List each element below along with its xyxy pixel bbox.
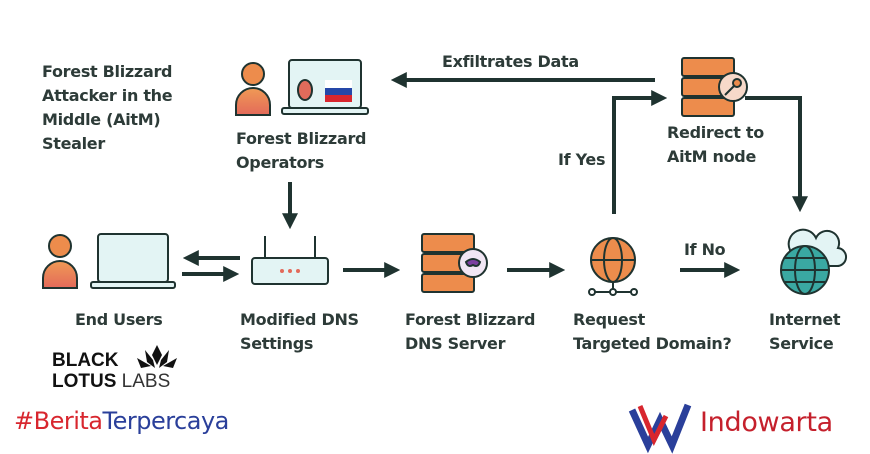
label-exfiltrates: Exfiltrates Data [442, 52, 579, 71]
cloud-globe-icon [780, 228, 847, 295]
arrows [182, 72, 808, 282]
brand-name: Indowarta [700, 407, 833, 438]
server-key-icon [681, 57, 748, 117]
end-user-icon [42, 234, 78, 289]
laptop-bug-flag-icon [281, 59, 369, 115]
person-icon [235, 62, 271, 116]
label-if-no: If No [684, 240, 726, 259]
arrow-redirect-to-internet [745, 96, 808, 213]
label-if-yes: If Yes [558, 150, 606, 169]
black-lotus-labs-logo: BLACK LOTUS LABS [52, 350, 171, 392]
laptop-icon [90, 233, 176, 289]
globe-network-icon [588, 237, 638, 296]
indowarta-logo-icon [628, 403, 692, 454]
lotus-logo-icon [137, 345, 177, 368]
arrow-if-yes [612, 90, 668, 214]
dns-server-icon [421, 233, 488, 293]
label-end-users: End Users [75, 310, 163, 329]
hashtag-label: #BeritaTerpercaya [14, 407, 229, 435]
router-icon [251, 236, 329, 285]
